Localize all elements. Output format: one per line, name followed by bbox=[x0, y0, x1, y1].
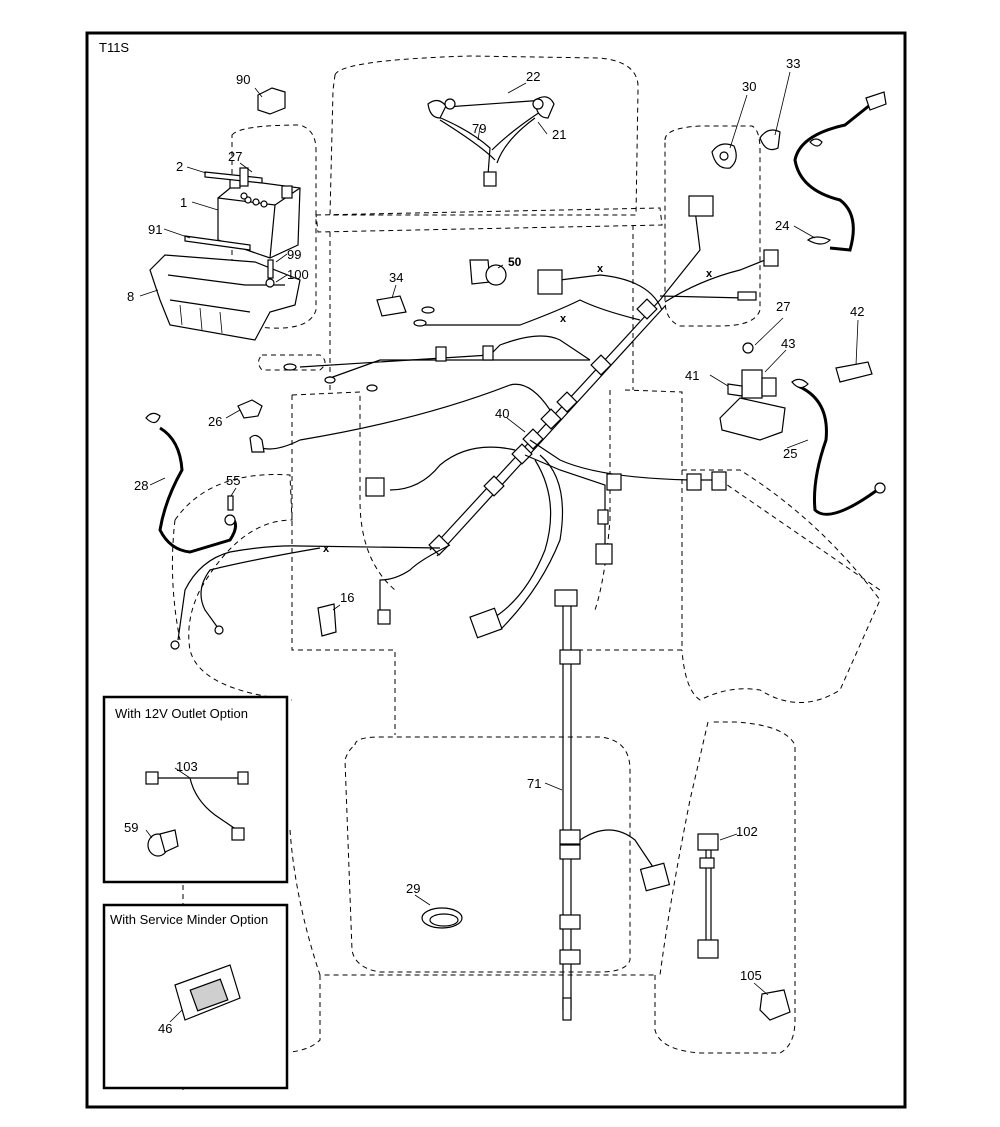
minder-option-title: With Service Minder Option bbox=[110, 912, 268, 927]
harness-71 bbox=[554, 589, 671, 1021]
screw-41 bbox=[727, 383, 743, 397]
label-79: 79 bbox=[472, 121, 486, 136]
nut-100 bbox=[265, 278, 275, 288]
diagram-frame bbox=[85, 31, 907, 1109]
switch-105 bbox=[759, 989, 791, 1021]
part-90 bbox=[257, 87, 286, 115]
label-16: 16 bbox=[340, 590, 354, 605]
cable-24 bbox=[793, 91, 887, 252]
cable-25 bbox=[791, 378, 886, 516]
label-102: 102 bbox=[736, 824, 758, 839]
svg-text:x: x bbox=[597, 263, 604, 275]
label-28: 28 bbox=[134, 478, 148, 493]
part-42 bbox=[835, 361, 873, 383]
label-33: 33 bbox=[786, 56, 800, 71]
label-99: 99 bbox=[287, 247, 301, 262]
outlet-59 bbox=[147, 829, 179, 857]
label-27a: 27 bbox=[228, 149, 242, 164]
label-22: 22 bbox=[526, 69, 540, 84]
main-wire-harness: x x x x bbox=[170, 195, 779, 650]
label-42: 42 bbox=[850, 304, 864, 319]
battery-bolt bbox=[204, 167, 263, 187]
label-30: 30 bbox=[742, 79, 756, 94]
label-40: 40 bbox=[495, 406, 509, 421]
label-29: 29 bbox=[406, 881, 420, 896]
label-50: 50 bbox=[508, 255, 522, 269]
label-24: 24 bbox=[775, 218, 789, 233]
cable-28 bbox=[145, 412, 237, 554]
leader-lines bbox=[139, 71, 859, 1023]
battery-strap bbox=[184, 235, 251, 251]
label-8: 8 bbox=[127, 289, 134, 304]
outlet-option-box bbox=[102, 695, 289, 884]
label-71: 71 bbox=[527, 776, 541, 791]
label-43: 43 bbox=[781, 336, 795, 351]
label-91: 91 bbox=[148, 222, 162, 237]
battery-box bbox=[149, 254, 301, 341]
label-1: 1 bbox=[180, 195, 187, 210]
part-26 bbox=[237, 399, 263, 419]
label-27b: 27 bbox=[776, 299, 790, 314]
label-2: 2 bbox=[176, 159, 183, 174]
bolt-99 bbox=[267, 259, 274, 279]
outlet-option-title: With 12V Outlet Option bbox=[115, 706, 248, 721]
label-26: 26 bbox=[208, 414, 222, 429]
part-16 bbox=[317, 603, 337, 637]
label-21: 21 bbox=[552, 127, 566, 142]
svg-text:x: x bbox=[323, 543, 330, 555]
label-46: 46 bbox=[158, 1021, 172, 1036]
switch-30 bbox=[711, 143, 737, 169]
part-labels: 90 2 27 1 91 8 99 100 22 79 21 30 33 24 … bbox=[124, 56, 864, 1036]
label-100: 100 bbox=[287, 267, 309, 282]
service-minder-46 bbox=[174, 964, 241, 1021]
part-34 bbox=[376, 295, 407, 317]
diagram-code: T11S bbox=[99, 40, 129, 55]
solenoid-50 bbox=[469, 259, 507, 286]
outlet-harness-103 bbox=[145, 771, 249, 841]
label-103: 103 bbox=[176, 759, 198, 774]
solenoid-43 bbox=[719, 369, 786, 441]
headlight-harness bbox=[427, 96, 555, 187]
label-105: 105 bbox=[740, 968, 762, 983]
label-59: 59 bbox=[124, 820, 138, 835]
part-29 bbox=[421, 907, 463, 929]
part-33 bbox=[759, 129, 781, 151]
harness-102 bbox=[697, 833, 719, 959]
screw-55 bbox=[227, 495, 234, 511]
label-55: 55 bbox=[226, 473, 240, 488]
label-25: 25 bbox=[783, 446, 797, 461]
label-34: 34 bbox=[389, 270, 403, 285]
label-90: 90 bbox=[236, 72, 250, 87]
svg-text:x: x bbox=[560, 313, 567, 325]
svg-text:x: x bbox=[706, 268, 713, 280]
nut-27b bbox=[742, 342, 754, 354]
label-41: 41 bbox=[685, 368, 699, 383]
